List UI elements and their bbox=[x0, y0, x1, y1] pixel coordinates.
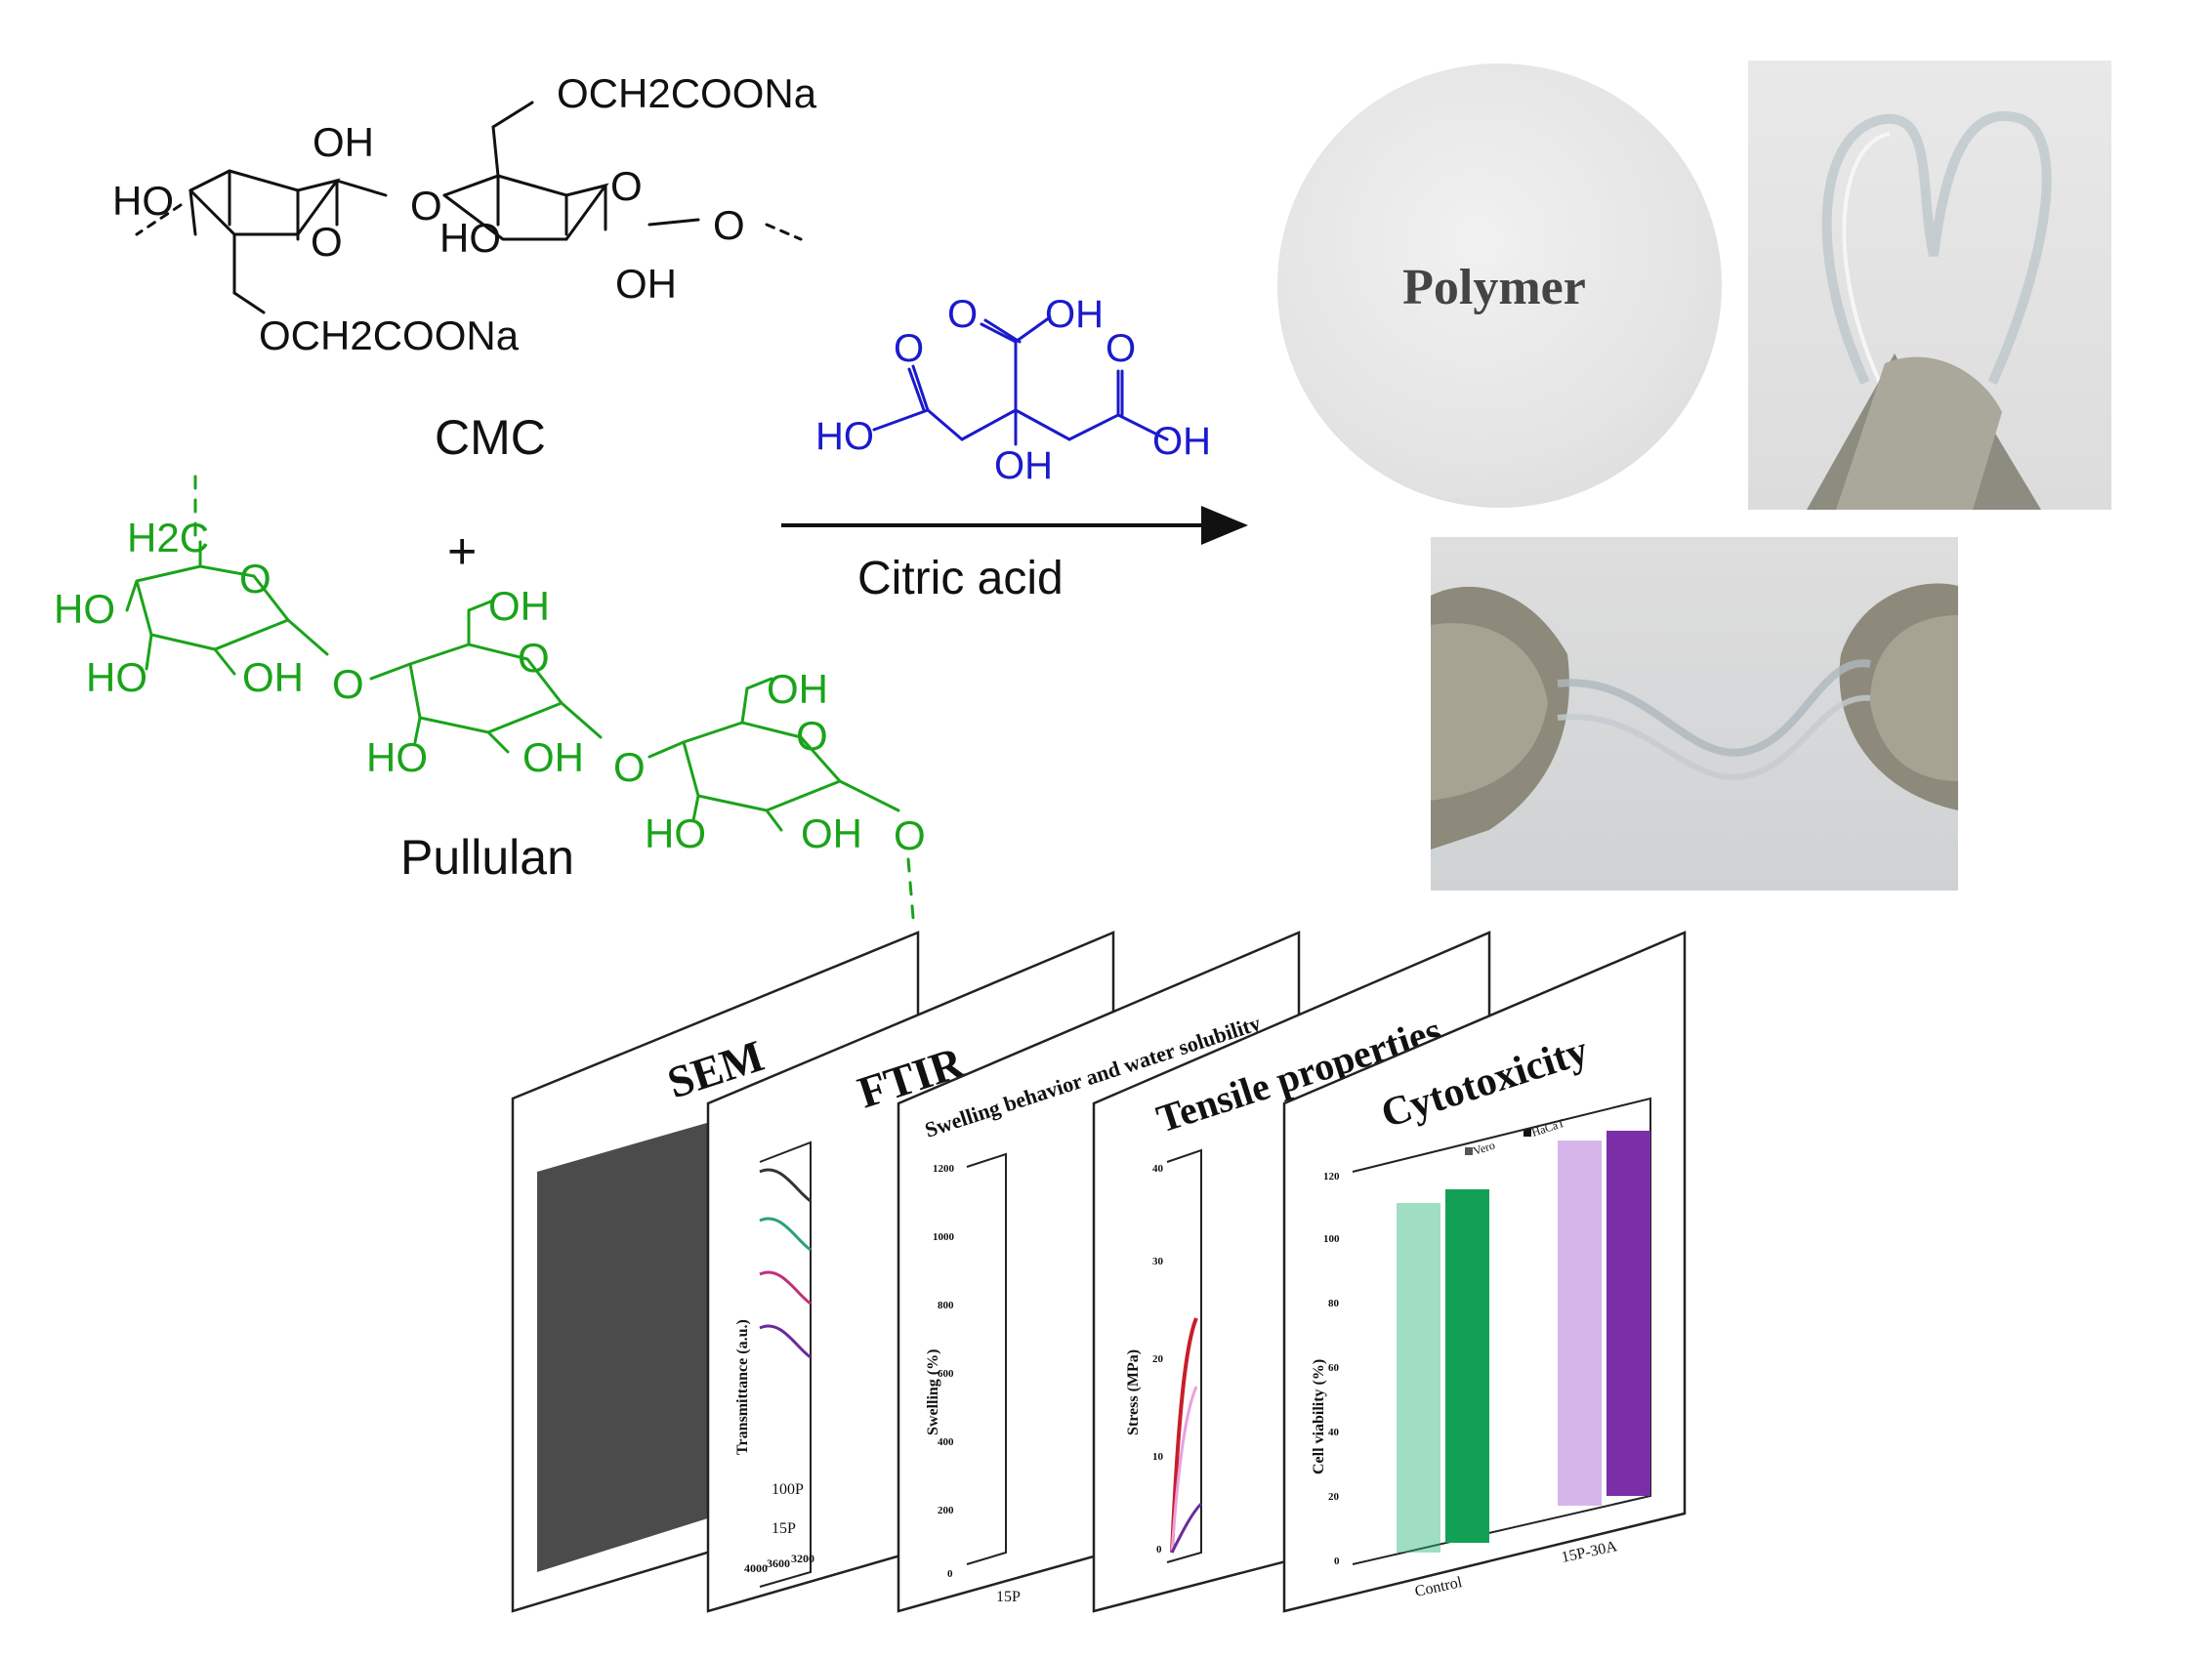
citric-group: OH bbox=[1152, 420, 1211, 463]
cyto-legend: Vero bbox=[1472, 1139, 1497, 1158]
pullulan-group: OH bbox=[767, 666, 828, 712]
pullulan-group: O bbox=[518, 635, 550, 681]
cmc-group: O bbox=[311, 219, 343, 265]
cyto-bar bbox=[1558, 1141, 1602, 1506]
citric-group: OH bbox=[1045, 293, 1104, 336]
film-stretch-photo bbox=[1431, 537, 1958, 891]
cmc-group: O bbox=[713, 202, 745, 248]
analysis-panels: SEM FTIR Transmittance (a.u.) 100P 15P 4… bbox=[511, 931, 1687, 1613]
swelling-tick: 0 bbox=[947, 1568, 953, 1580]
cyto-bar bbox=[1607, 1131, 1650, 1496]
cyto-tick: 120 bbox=[1323, 1171, 1340, 1182]
tensile-ylabel: Stress (MPa) bbox=[1125, 1349, 1142, 1435]
pullulan-group: OH bbox=[522, 734, 584, 780]
tensile-tick: 10 bbox=[1152, 1451, 1164, 1463]
reaction-arrow-icon bbox=[1201, 506, 1248, 545]
citric-group: OH bbox=[994, 444, 1053, 487]
swelling-tick: 200 bbox=[938, 1505, 954, 1516]
ftir-tick: 3200 bbox=[791, 1552, 814, 1565]
plus-sign: + bbox=[447, 523, 478, 580]
pullulan-group: OH bbox=[242, 654, 304, 700]
pullulan-group: HO bbox=[86, 654, 147, 700]
swelling-ylabel: Swelling (%) bbox=[925, 1349, 941, 1435]
film-loop-photo bbox=[1748, 61, 2111, 510]
cmc-group: HO bbox=[112, 178, 174, 224]
pullulan-group: HO bbox=[366, 734, 428, 780]
pullulan-group: OH bbox=[801, 810, 862, 856]
cyto-tick: 80 bbox=[1328, 1298, 1340, 1309]
pullulan-group: OH bbox=[488, 583, 550, 629]
citric-acid-label: Citric acid bbox=[857, 553, 1064, 604]
ftir-tick: 3600 bbox=[767, 1556, 790, 1570]
cyto-bar bbox=[1397, 1203, 1440, 1553]
tensile-tick: 30 bbox=[1152, 1256, 1164, 1267]
tensile-tick: 0 bbox=[1156, 1544, 1162, 1555]
cmc-group: OCH2COONa bbox=[557, 70, 817, 116]
swelling-category: 15P bbox=[996, 1589, 1021, 1605]
ftir-legend: 15P bbox=[772, 1520, 796, 1537]
citric-group: O bbox=[947, 293, 978, 336]
cmc-group: HO bbox=[439, 215, 501, 261]
polymer-disc-photo: Polymer bbox=[1260, 54, 1729, 522]
cmc-group: O bbox=[610, 163, 643, 209]
citric-group: HO bbox=[815, 415, 874, 458]
tensile-tick: 40 bbox=[1152, 1163, 1164, 1175]
cyto-tick: 20 bbox=[1328, 1491, 1340, 1503]
pullulan-group: O bbox=[613, 744, 646, 790]
pullulan-structure: H2C O HO HO OH O OH O HO OH O OH O HO OH… bbox=[54, 475, 926, 920]
cyto-legend-hacat-icon bbox=[1523, 1129, 1531, 1137]
citric-acid-structure: O OH O O HO OH OH Citric acid bbox=[781, 293, 1248, 604]
cyto-legend-vero-icon bbox=[1465, 1147, 1473, 1155]
citric-group: O bbox=[894, 327, 924, 370]
pullulan-group: O bbox=[239, 556, 271, 601]
tensile-tick: 20 bbox=[1152, 1353, 1164, 1365]
cyto-tick: 0 bbox=[1334, 1555, 1340, 1567]
cmc-group: OH bbox=[313, 119, 374, 165]
swelling-tick: 1000 bbox=[933, 1231, 955, 1243]
swelling-tick: 600 bbox=[938, 1368, 954, 1380]
cyto-bar bbox=[1445, 1189, 1489, 1543]
pullulan-group: H2C bbox=[127, 515, 209, 560]
cmc-structure: OCH2COONa OH HO O O O HO O OH OCH2COONa … bbox=[112, 70, 817, 459]
cytotoxicity-panel: Cytotoxicity Vero HaCaT Cell viability (… bbox=[1282, 931, 1687, 1613]
pullulan-label: Pullulan bbox=[400, 830, 574, 885]
pullulan-group: O bbox=[796, 713, 828, 759]
pullulan-group: HO bbox=[645, 810, 706, 856]
swelling-tick: 800 bbox=[938, 1300, 954, 1311]
cmc-group: O bbox=[410, 183, 442, 228]
cmc-group: OH bbox=[615, 261, 677, 307]
pullulan-group: O bbox=[332, 661, 364, 707]
ftir-legend: 100P bbox=[772, 1481, 804, 1498]
pullulan-group: O bbox=[894, 812, 926, 858]
cyto-tick: 40 bbox=[1328, 1427, 1340, 1438]
cyto-tick: 60 bbox=[1328, 1362, 1340, 1374]
pullulan-group: HO bbox=[54, 586, 115, 632]
citric-group: O bbox=[1106, 327, 1136, 370]
disc-text: Polymer bbox=[1402, 260, 1586, 315]
cmc-label: CMC bbox=[435, 410, 546, 459]
cyto-tick: 100 bbox=[1323, 1233, 1340, 1245]
ftir-ylabel: Transmittance (a.u.) bbox=[734, 1319, 751, 1455]
ftir-tick: 4000 bbox=[744, 1561, 768, 1575]
cyto-ylabel: Cell viability (%) bbox=[1311, 1359, 1327, 1474]
cmc-group: OCH2COONa bbox=[259, 312, 520, 358]
swelling-tick: 1200 bbox=[933, 1163, 955, 1175]
swelling-tick: 400 bbox=[938, 1436, 954, 1448]
